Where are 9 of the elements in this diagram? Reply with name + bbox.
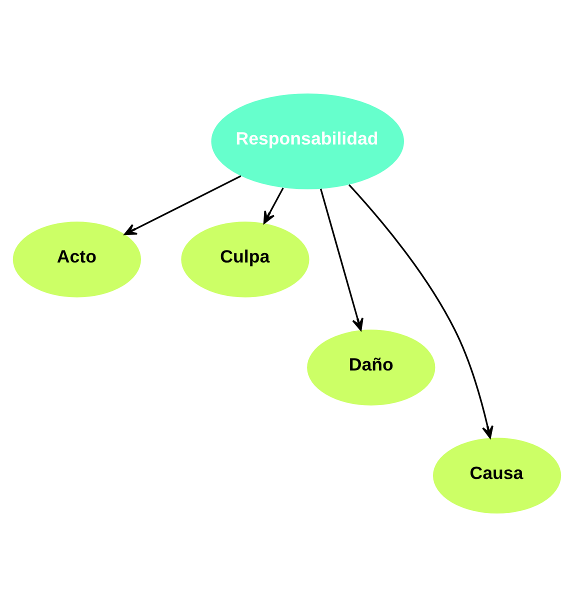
- node-ellipse: Daño: [307, 330, 436, 406]
- arrow: [348, 184, 494, 439]
- arrow: [124, 175, 242, 236]
- arrow: [263, 188, 284, 224]
- arrow: [320, 188, 364, 331]
- node-ellipse: Causa: [432, 438, 562, 514]
- node-ellipse: Acto: [12, 222, 142, 298]
- node-ellipse: Culpa: [181, 222, 310, 298]
- node-ellipse: Responsabilidad: [211, 93, 404, 190]
